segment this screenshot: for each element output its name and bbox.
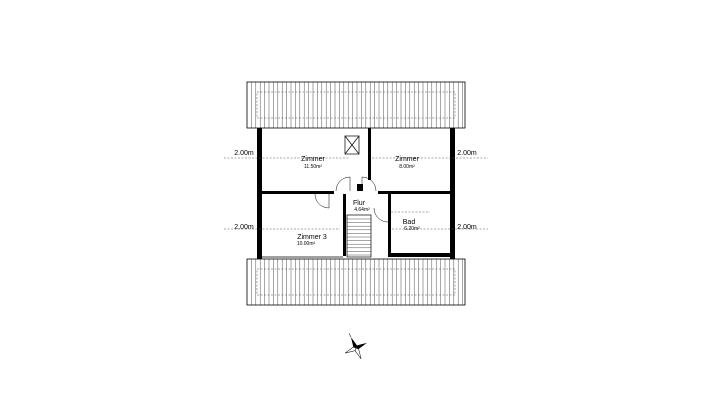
room-zimmer-3-area: 10.00m² <box>297 241 316 247</box>
room-bad-name: Bad <box>403 219 416 226</box>
doors <box>314 176 389 223</box>
roof-top <box>246 81 466 129</box>
dimension-top-right: 2.00m <box>457 150 477 157</box>
roof-bottom <box>246 258 466 306</box>
room-zimmer-2-name: Zimmer <box>395 156 419 163</box>
room-flur-name: Flur <box>353 200 366 207</box>
skylight <box>344 135 360 155</box>
walls <box>257 128 455 259</box>
dimension-top-left: 2.00m <box>234 150 254 157</box>
room-zimmer-2-area: 8.00m² <box>399 164 415 170</box>
north-arrow-compass-icon <box>344 333 367 360</box>
staircase <box>346 214 372 258</box>
room-zimmer-3-name: Zimmer 3 <box>297 234 327 241</box>
roof-tiles-bottom <box>251 259 463 305</box>
dimension-bottom-left: 2.00m <box>234 224 254 231</box>
roof-tiles-top <box>251 82 463 128</box>
room-bad-area: 6.20m² <box>404 226 420 232</box>
dimension-bottom-right: 2.00m <box>457 224 477 231</box>
room-zimmer-area: 11.50m² <box>304 164 322 170</box>
height-lines <box>224 157 488 230</box>
room-flur-area: 4.64m² <box>354 207 370 213</box>
room-zimmer-name: Zimmer <box>301 156 325 163</box>
